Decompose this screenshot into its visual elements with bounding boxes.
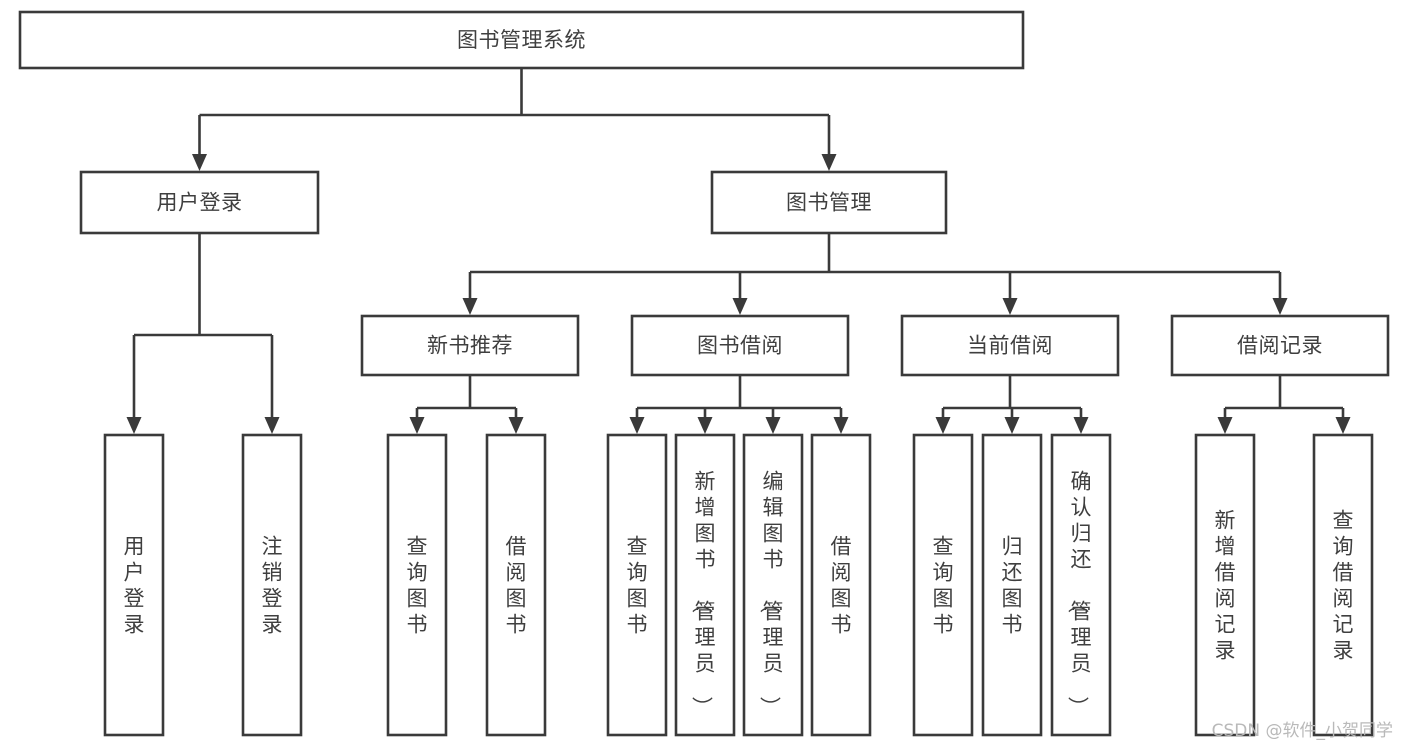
node-label: 当前借阅 — [967, 334, 1053, 358]
arrow-head — [697, 417, 713, 434]
arrow-head — [833, 417, 849, 434]
connector-conn-borrow-record-bus — [1217, 375, 1351, 434]
node-box[interactable] — [360, 314, 580, 377]
node-label: 新增借阅记录 — [1215, 508, 1236, 662]
node-label: 图书管理系统 — [457, 28, 586, 52]
node-label: 用户登录 — [157, 191, 243, 215]
node-box[interactable] — [386, 433, 448, 737]
node-box[interactable] — [1170, 314, 1390, 377]
node-box[interactable] — [900, 314, 1120, 377]
node-box[interactable] — [103, 433, 165, 737]
arrow-head — [126, 417, 142, 434]
connector-conn-current-borrow-bus — [935, 375, 1089, 434]
arrow-head — [192, 154, 207, 171]
node-label: 借阅图书 — [831, 534, 852, 636]
arrow-head — [935, 417, 951, 434]
node-operation-leaf-borrow-book-2[interactable]: 借阅图书 — [810, 433, 872, 737]
node-box[interactable] — [485, 433, 547, 737]
node-box[interactable] — [79, 170, 320, 235]
node-operation-leaf-user-logout[interactable]: 注销登录 — [241, 433, 303, 737]
arrow-head — [765, 417, 781, 434]
node-label: 图书借阅 — [697, 334, 783, 358]
connector-conn-book-borrow-bus — [629, 375, 849, 434]
node-box[interactable] — [1312, 433, 1374, 737]
connector-conn-new-book-bus — [409, 375, 524, 434]
node-layer: 图书管理系统用户登录图书管理新书推荐图书借阅当前借阅借阅记录用户登录注销登录查询… — [18, 10, 1390, 737]
arrow-head — [1217, 417, 1233, 434]
node-operation-leaf-confirm-return[interactable]: 确认归还（管理员） — [1050, 433, 1112, 737]
node-operation-leaf-add-book[interactable]: 新增图书（管理员） — [674, 433, 736, 737]
node-label: 查询借阅记录 — [1333, 508, 1354, 662]
arrow-head — [1335, 417, 1351, 434]
node-operation-leaf-add-borrow-record[interactable]: 新增借阅记录 — [1194, 433, 1256, 737]
node-box[interactable] — [1194, 433, 1256, 737]
node-label: 归还图书 — [1002, 534, 1023, 636]
node-label: 借阅图书 — [506, 534, 527, 636]
node-label: 查询图书 — [933, 534, 954, 636]
node-operation-leaf-borrow-book-1[interactable]: 借阅图书 — [485, 433, 547, 737]
connector-conn-book-manage-bus — [462, 233, 1288, 315]
arrow-head — [732, 298, 748, 315]
node-label: 查询图书 — [627, 534, 648, 636]
node-box[interactable] — [742, 433, 804, 737]
node-submodule-borrow-record[interactable]: 借阅记录 — [1170, 314, 1390, 377]
node-box[interactable] — [674, 433, 736, 737]
node-box[interactable] — [981, 433, 1043, 737]
node-box[interactable] — [710, 170, 948, 235]
node-operation-leaf-query-borrow-record[interactable]: 查询借阅记录 — [1312, 433, 1374, 737]
arrow-head — [508, 417, 524, 434]
node-operation-leaf-query-book-2[interactable]: 查询图书 — [606, 433, 668, 737]
connector-conn-root-bus — [192, 68, 837, 171]
node-label: 注销登录 — [262, 534, 283, 636]
arrow-head — [462, 298, 478, 315]
node-box[interactable] — [810, 433, 872, 737]
connector-conn-user-login-bus — [126, 233, 280, 434]
arrow-head — [1272, 298, 1288, 315]
node-label: 新增图书（管理员） — [690, 469, 716, 717]
node-label: 编辑图书（管理员） — [758, 469, 784, 717]
node-box[interactable] — [1050, 433, 1112, 737]
arrow-head — [821, 154, 837, 171]
arrow-head — [1002, 298, 1018, 315]
node-box[interactable] — [241, 433, 303, 737]
node-submodule-current-borrow[interactable]: 当前借阅 — [900, 314, 1120, 377]
node-box[interactable] — [606, 433, 668, 737]
node-operation-leaf-edit-book[interactable]: 编辑图书（管理员） — [742, 433, 804, 737]
node-label: 用户登录 — [124, 534, 145, 636]
node-operation-leaf-user-login[interactable]: 用户登录 — [103, 433, 165, 737]
node-label: 确认归还（管理员） — [1066, 469, 1092, 717]
node-label: 新书推荐 — [427, 334, 513, 358]
arrow-head — [629, 417, 645, 434]
arrow-head — [264, 417, 280, 434]
node-operation-leaf-return-book[interactable]: 归还图书 — [981, 433, 1043, 737]
node-box[interactable] — [18, 10, 1025, 70]
node-module-user-login[interactable]: 用户登录 — [79, 170, 320, 235]
node-label: 查询图书 — [407, 534, 428, 636]
node-box[interactable] — [912, 433, 974, 737]
node-box[interactable] — [630, 314, 850, 377]
arrow-head — [1073, 417, 1089, 434]
node-operation-leaf-query-book-3[interactable]: 查询图书 — [912, 433, 974, 737]
node-operation-leaf-query-book-1[interactable]: 查询图书 — [386, 433, 448, 737]
node-module-book-manage[interactable]: 图书管理 — [710, 170, 948, 235]
node-label: 借阅记录 — [1237, 334, 1323, 358]
node-root-root[interactable]: 图书管理系统 — [18, 10, 1025, 70]
node-submodule-new-book-recommend[interactable]: 新书推荐 — [360, 314, 580, 377]
arrow-head — [1004, 417, 1020, 434]
node-submodule-book-borrow[interactable]: 图书借阅 — [630, 314, 850, 377]
arrow-head — [409, 417, 425, 434]
connector-layer — [126, 68, 1351, 434]
node-label: 图书管理 — [786, 191, 872, 215]
